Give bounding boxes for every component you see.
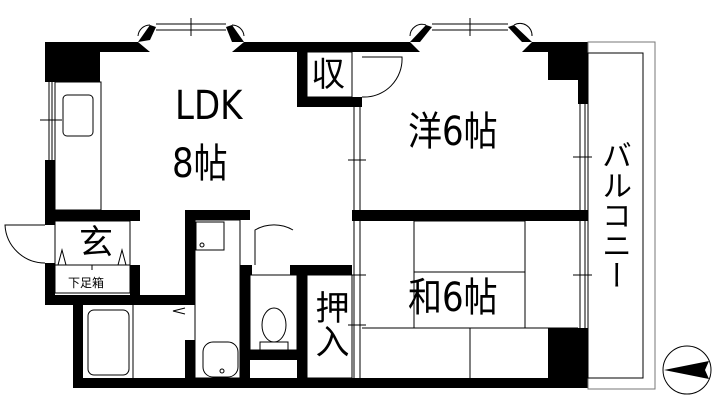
entrance-label: 玄	[79, 223, 113, 263]
closet-label: 押入	[309, 290, 349, 358]
storage-label: 収	[311, 55, 345, 95]
ldk-size-label: 8帖	[172, 141, 228, 187]
western-room-label: 洋6帖	[408, 109, 498, 155]
balcony-label: バルコニー	[596, 140, 631, 290]
walls	[45, 25, 588, 388]
ldk-label: LDK	[175, 83, 243, 129]
japanese-room-label: 和6帖	[408, 275, 498, 321]
north-compass-icon	[662, 345, 712, 395]
shoe-box-label: 下足箱	[68, 276, 105, 290]
fixtures	[4, 18, 656, 390]
